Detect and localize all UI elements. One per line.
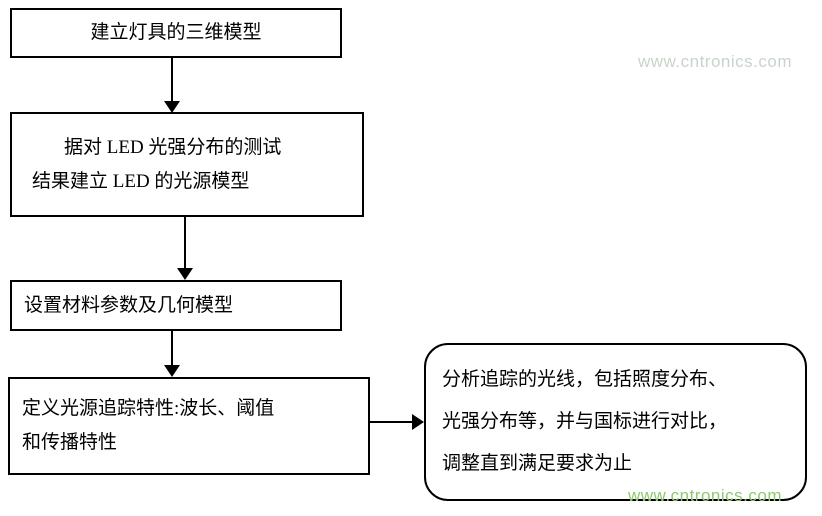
step-label-line-2: 和传播特性	[22, 432, 118, 453]
watermark-top: www.cntronics.com	[638, 52, 792, 71]
step-label-line-1: 据对 LED 光强分布的测试	[64, 136, 282, 158]
step-label-line-1: 分析追踪的光线，包括照度分布、	[442, 369, 728, 390]
arrow-shaft	[171, 331, 173, 367]
arrow-down-icon	[164, 58, 180, 113]
step-label: 建立灯具的三维模型	[90, 22, 262, 43]
flowchart-step-set-material-and-geometry: 设置材料参数及几何模型	[10, 280, 342, 331]
arrow-head	[164, 101, 180, 113]
step-label: 设置材料参数及几何模型	[24, 294, 234, 316]
watermark-bottom: www.cntronics.com	[628, 486, 782, 505]
arrow-shaft	[370, 421, 414, 423]
step-label-line-2: 光强分布等，并与国标进行对比，	[442, 411, 728, 432]
flowchart-step-build-3d-model: 建立灯具的三维模型	[10, 8, 342, 58]
arrow-head	[177, 268, 193, 280]
arrow-shaft	[171, 58, 173, 103]
flowchart-step-analyze-traced-rays: 分析追踪的光线，包括照度分布、 光强分布等，并与国标进行对比， 调整直到满足要求…	[424, 343, 807, 501]
step-label-line-1: 定义光源追踪特性:波长、阈值	[22, 398, 275, 419]
arrow-shaft	[184, 217, 186, 270]
arrow-down-icon	[177, 217, 193, 280]
flowchart-step-build-led-source-model: 据对 LED 光强分布的测试 结果建立 LED 的光源模型	[10, 112, 364, 217]
step-label-line-2: 结果建立 LED 的光源模型	[32, 170, 250, 192]
arrow-head	[164, 365, 180, 377]
arrow-right-icon	[370, 414, 424, 430]
arrow-down-icon	[164, 331, 180, 377]
flowchart-step-define-ray-tracing-properties: 定义光源追踪特性:波长、阈值 和传播特性	[8, 377, 370, 475]
step-label-line-3: 调整直到满足要求为止	[442, 453, 633, 474]
arrow-head	[412, 414, 424, 430]
